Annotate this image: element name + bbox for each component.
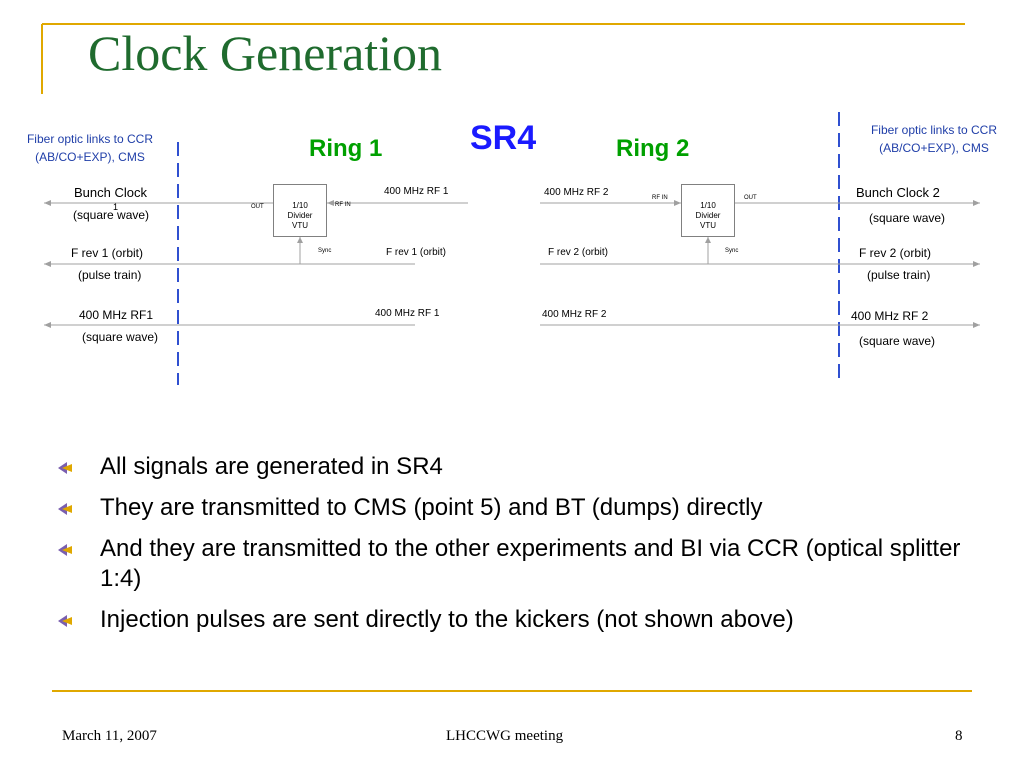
bullet-item: All signals are generated in SR4	[58, 452, 978, 482]
bullet-text: And they are transmitted to the other ex…	[100, 535, 961, 592]
left-rf-in-label: 400 MHz RF 1	[384, 186, 449, 197]
right-bunch-arrow	[973, 200, 980, 206]
bullet-icon	[58, 544, 72, 556]
right-sync-label: Sync	[725, 248, 739, 254]
bullet-text: They are transmitted to CMS (point 5) an…	[100, 494, 763, 521]
left-divider-line2: Divider	[287, 211, 313, 220]
ring1-label: Ring 1	[309, 135, 383, 162]
left-signal-lines	[44, 202, 468, 326]
bullet-list: All signals are generated in SR4 They ar…	[58, 452, 978, 646]
right-rf-arrow	[973, 322, 980, 328]
right-divider-box: 1/10 Divider VTU	[681, 184, 735, 237]
right-rfin-arrow	[674, 200, 681, 206]
left-sync-arrow	[297, 237, 303, 243]
right-out-label: OUT	[744, 195, 757, 201]
footer-page-number: 8	[955, 728, 963, 744]
right-square-wave-1: (square wave)	[869, 211, 946, 225]
left-pulse-train: (pulse train)	[78, 268, 142, 282]
left-arrowheads	[44, 200, 334, 328]
fiber-left-line2: (AB/CO+EXP), CMS	[35, 150, 145, 164]
left-rfin-label: RF IN	[335, 202, 351, 208]
bullet-text: Injection pulses are sent directly to th…	[100, 606, 794, 633]
right-frev: F rev 2 (orbit)	[859, 246, 932, 260]
bullet-icon	[58, 503, 72, 515]
bullet-item: And they are transmitted to the other ex…	[58, 534, 978, 594]
bullet-text: All signals are generated in SR4	[100, 453, 443, 480]
left-square-wave-1: (square wave)	[73, 208, 150, 222]
left-out-label: OUT	[251, 204, 264, 210]
bullet-icon	[58, 615, 72, 627]
left-divider-line3: VTU	[292, 221, 308, 230]
right-rf-bottom-label: 400 MHz RF 2	[542, 309, 607, 320]
slide-title: Clock Generation	[88, 25, 443, 81]
bullet-item: They are transmitted to CMS (point 5) an…	[58, 493, 978, 523]
ring2-label: Ring 2	[616, 135, 690, 162]
right-divider-line3: VTU	[700, 221, 716, 230]
right-rf: 400 MHz RF 2	[851, 309, 929, 323]
left-sync-label: Sync	[318, 248, 332, 254]
right-rfin-label: RF IN	[652, 195, 668, 201]
right-pulse-train: (pulse train)	[867, 268, 931, 282]
left-square-wave-2: (square wave)	[82, 330, 159, 344]
left-bunch-arrow	[44, 200, 51, 206]
right-divider-line2: Divider	[695, 211, 721, 220]
left-rf: 400 MHz RF1	[79, 308, 154, 322]
right-frev-in-label: F rev 2 (orbit)	[548, 247, 609, 258]
left-frev: F rev 1 (orbit)	[71, 246, 144, 260]
left-rf-bottom-label: 400 MHz RF 1	[375, 308, 440, 319]
right-divider-line1: 1/10	[700, 201, 716, 210]
right-bunch-clock: Bunch Clock 2	[856, 185, 940, 200]
left-divider-box: 1/10 Divider VTU	[273, 184, 327, 237]
footer-meeting: LHCCWG meeting	[446, 728, 564, 744]
left-frev-arrow	[44, 261, 51, 267]
fiber-right-line1: Fiber optic links to CCR	[870, 123, 998, 137]
left-rf-arrow	[44, 322, 51, 328]
right-rf-in-label: 400 MHz RF 2	[544, 187, 609, 198]
bullet-icon	[58, 462, 72, 474]
right-square-wave-2: (square wave)	[859, 334, 936, 348]
left-rfin-arrow	[327, 200, 334, 206]
sr4-label: SR4	[470, 119, 537, 157]
fiber-left-line1: Fiber optic links to CCR	[26, 132, 154, 146]
bullet-item: Injection pulses are sent directly to th…	[58, 605, 978, 635]
left-frev-in-label: F rev 1 (orbit)	[386, 247, 447, 258]
right-arrowheads	[674, 200, 980, 328]
right-sync-arrow	[705, 237, 711, 243]
right-frev-arrow	[973, 261, 980, 267]
left-bunch-clock: Bunch Clock	[74, 185, 147, 200]
footer-date: March 11, 2007	[62, 728, 157, 744]
fiber-right-line2: (AB/CO+EXP), CMS	[879, 141, 989, 155]
left-divider-line1: 1/10	[292, 201, 308, 210]
left-bunch-clock-index: 1	[113, 202, 119, 212]
